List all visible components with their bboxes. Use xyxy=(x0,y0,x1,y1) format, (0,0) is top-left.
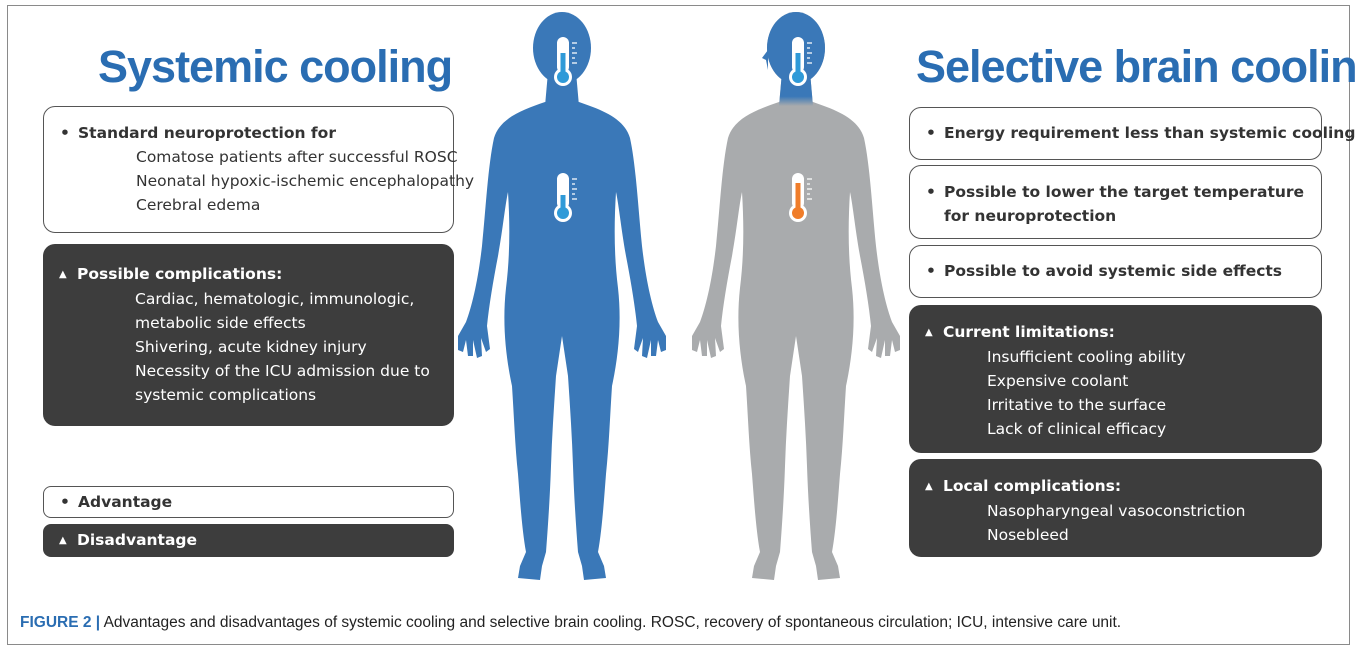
figure-caption: FIGURE 2 | Advantages and disadvantages … xyxy=(20,614,1121,632)
list-item: Nasopharyngeal vasoconstriction xyxy=(987,502,1246,520)
legend-advantage-label: Advantage xyxy=(78,493,173,511)
systemic-disadvantage-heading: Possible complications: xyxy=(77,265,283,283)
disadvantage-triangle-icon: ▲ xyxy=(59,535,67,546)
thermometer-icon xyxy=(554,37,577,86)
list-item: Irritative to the surface xyxy=(987,396,1167,414)
list-item: Expensive coolant xyxy=(987,372,1129,390)
list-item: Insufficient cooling ability xyxy=(987,348,1186,366)
thermometer-icon xyxy=(789,37,812,86)
advantage-bullet-icon: • xyxy=(926,183,936,201)
list-item: Cardiac, hematologic, immunologic, xyxy=(135,290,415,308)
advantage-bullet-icon: • xyxy=(60,124,70,142)
caption-text: Advantages and disadvantages of systemic… xyxy=(100,614,1122,631)
systemic-advantage-heading: Standard neuroprotection for xyxy=(78,124,336,142)
advantage-bullet-icon: • xyxy=(926,262,936,280)
disadvantage-triangle-icon: ▲ xyxy=(59,269,67,280)
thermometer-icon xyxy=(789,173,812,222)
list-item: Comatose patients after successful ROSC xyxy=(136,148,458,166)
left-title: Systemic cooling xyxy=(98,41,453,92)
figure-frame xyxy=(7,5,1350,645)
selective-advantage-box-1: • Energy requirement less than systemic c… xyxy=(909,107,1355,160)
legend-disadvantage-label: Disadvantage xyxy=(77,531,198,549)
selective-advantage-box-2: • Possible to lower the target temperatur… xyxy=(909,165,1322,239)
advantage-bullet-icon: • xyxy=(60,493,70,511)
selective-advantage-3: Possible to avoid systemic side effects xyxy=(944,262,1283,280)
list-item: Nosebleed xyxy=(987,526,1069,544)
selective-advantage-2-line2: for neuroprotection xyxy=(944,207,1117,225)
list-item: Necessity of the ICU admission due to xyxy=(135,362,430,380)
limitations-heading: Current limitations: xyxy=(943,323,1115,341)
list-item: Lack of clinical efficacy xyxy=(987,420,1167,438)
disadvantage-triangle-icon: ▲ xyxy=(925,327,933,338)
selective-advantage-1: Energy requirement less than systemic co… xyxy=(944,124,1356,142)
right-title: Selective brain cooling xyxy=(916,41,1357,92)
legend-advantage: • Advantage xyxy=(43,486,454,518)
caption-label: FIGURE 2 | xyxy=(20,614,101,631)
selective-limitations-box: ▲ Current limitations: Insufficient cooli… xyxy=(909,305,1322,453)
list-item: Cerebral edema xyxy=(136,196,261,214)
advantage-bullet-icon: • xyxy=(926,124,936,142)
legend-disadvantage: ▲ Disadvantage xyxy=(43,524,454,557)
local-complications-box: ▲ Local complications: Nasopharyngeal vas… xyxy=(909,459,1322,557)
selective-advantage-2-line1: Possible to lower the target temperature xyxy=(944,183,1305,201)
local-complications-heading: Local complications: xyxy=(943,477,1122,495)
list-item: Shivering, acute kidney injury xyxy=(135,338,367,356)
list-item: Neonatal hypoxic-ischemic encephalopathy xyxy=(136,172,475,190)
systemic-advantages-box: • Standard neuroprotection for Comatose p… xyxy=(43,106,475,233)
disadvantage-triangle-icon: ▲ xyxy=(925,481,933,492)
systemic-complications-box: ▲ Possible complications: Cardiac, hemato… xyxy=(43,244,454,426)
selective-advantage-box-3: • Possible to avoid systemic side effects xyxy=(909,245,1322,298)
list-item: systemic complications xyxy=(135,386,317,404)
list-item: metabolic side effects xyxy=(135,314,306,332)
thermometer-icon xyxy=(554,173,577,222)
systemic-body-figure xyxy=(458,12,666,580)
